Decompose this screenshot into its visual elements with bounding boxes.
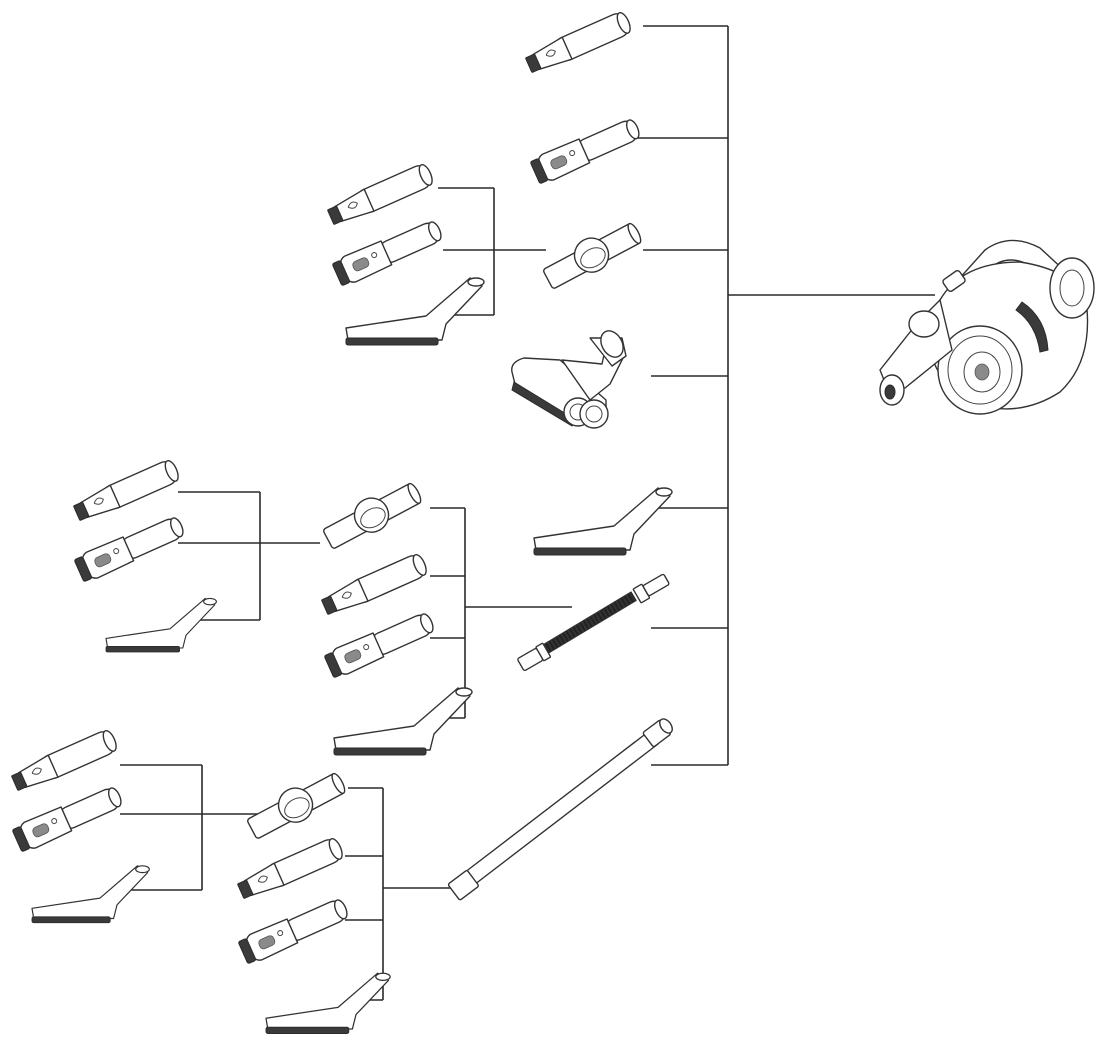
angled-brush-icon [333,687,473,756]
crevice-tool-icon [71,457,182,525]
angled-brush-icon [533,487,673,556]
dusting-brush-icon [322,607,438,681]
crevice-tool-icon [523,9,634,77]
crevice-tool-icon [235,835,346,903]
crevice-tool-icon [325,161,436,229]
crevice-tool-icon [9,727,120,795]
angled-brush-icon [31,865,150,924]
dusting-brush-icon [236,893,352,967]
dusting-brush-icon [528,113,644,187]
connector-lines [120,25,935,1001]
adapter-connector-icon [318,474,427,555]
dusting-brush-icon [10,781,126,855]
extension-tube-icon [447,718,673,901]
angled-brush-icon [345,277,485,346]
angled-brush-icon [265,972,391,1035]
adapter-connector-icon [538,214,647,295]
crevice-tool-icon [319,551,430,619]
motorized-brush-head-icon [511,330,627,429]
dusting-brush-icon [330,215,446,289]
adapter-connector-icon [242,764,351,845]
handheld-vacuum-icon [879,239,1095,415]
flexible-hose-icon [517,573,670,672]
dusting-brush-icon [72,511,188,585]
angled-brush-icon [105,597,217,653]
